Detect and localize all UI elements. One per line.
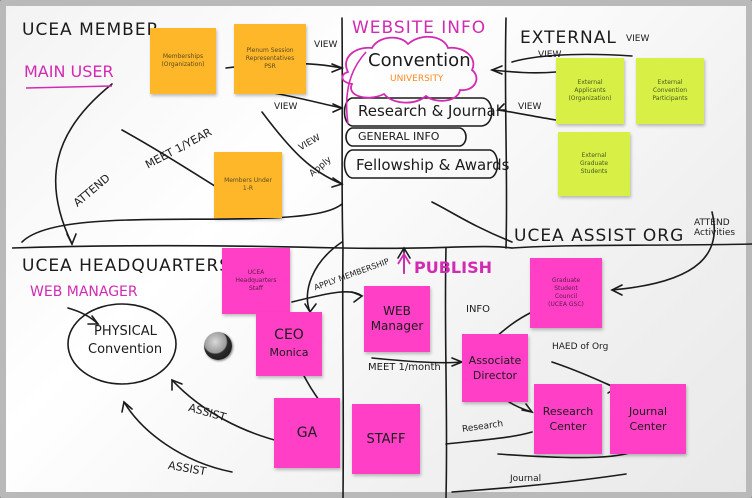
fellowship-awards-label: Fellowship & Awards [356,156,510,174]
magnet [204,332,232,360]
journal-label: Journal [510,474,542,484]
hq-section-title: UCEA HEADQUARTERS [22,256,232,276]
whiteboard: UCEA MEMBER MAIN USER WEBSITE INFO EXTER… [12,12,752,498]
research-journal-label: Research & Journal [358,102,500,120]
note-memberships: Memberships(Organization) [150,28,216,94]
info-label: INFO [466,304,491,315]
website-section-title: WEBSITE INFO [352,18,487,38]
publish-label: PUBLISH [414,258,492,277]
attend-activities-label: ATTEND Activities [694,218,736,238]
view-label-4: VIEW [538,50,562,60]
convention-sublabel: UNIVERSITY [390,74,444,84]
external-section-title: EXTERNAL [520,28,617,48]
meet-month-label: MEET 1/month [368,362,441,373]
view-label-2: VIEW [274,102,298,112]
view-label-6: VIEW [518,102,542,112]
note-staff: STAFF [352,404,420,474]
note-ga: GA [274,398,340,468]
view-label-5: VIEW [626,34,650,44]
head-of-org-label: HAED of Org [552,342,609,352]
hq-section-subtitle: WEB MANAGER [30,284,138,300]
assist-section-title: UCEA ASSIST ORG [514,226,685,246]
member-section-subtitle: MAIN USER [24,62,114,81]
physical-label: PHYSICAL [94,324,157,339]
convention-physical-label: Convention [88,342,163,357]
convention-label: Convention [368,50,471,71]
member-section-title: UCEA MEMBER [22,20,160,40]
general-info-label: GENERAL INFO [358,130,440,143]
view-label-1: VIEW [314,40,338,50]
